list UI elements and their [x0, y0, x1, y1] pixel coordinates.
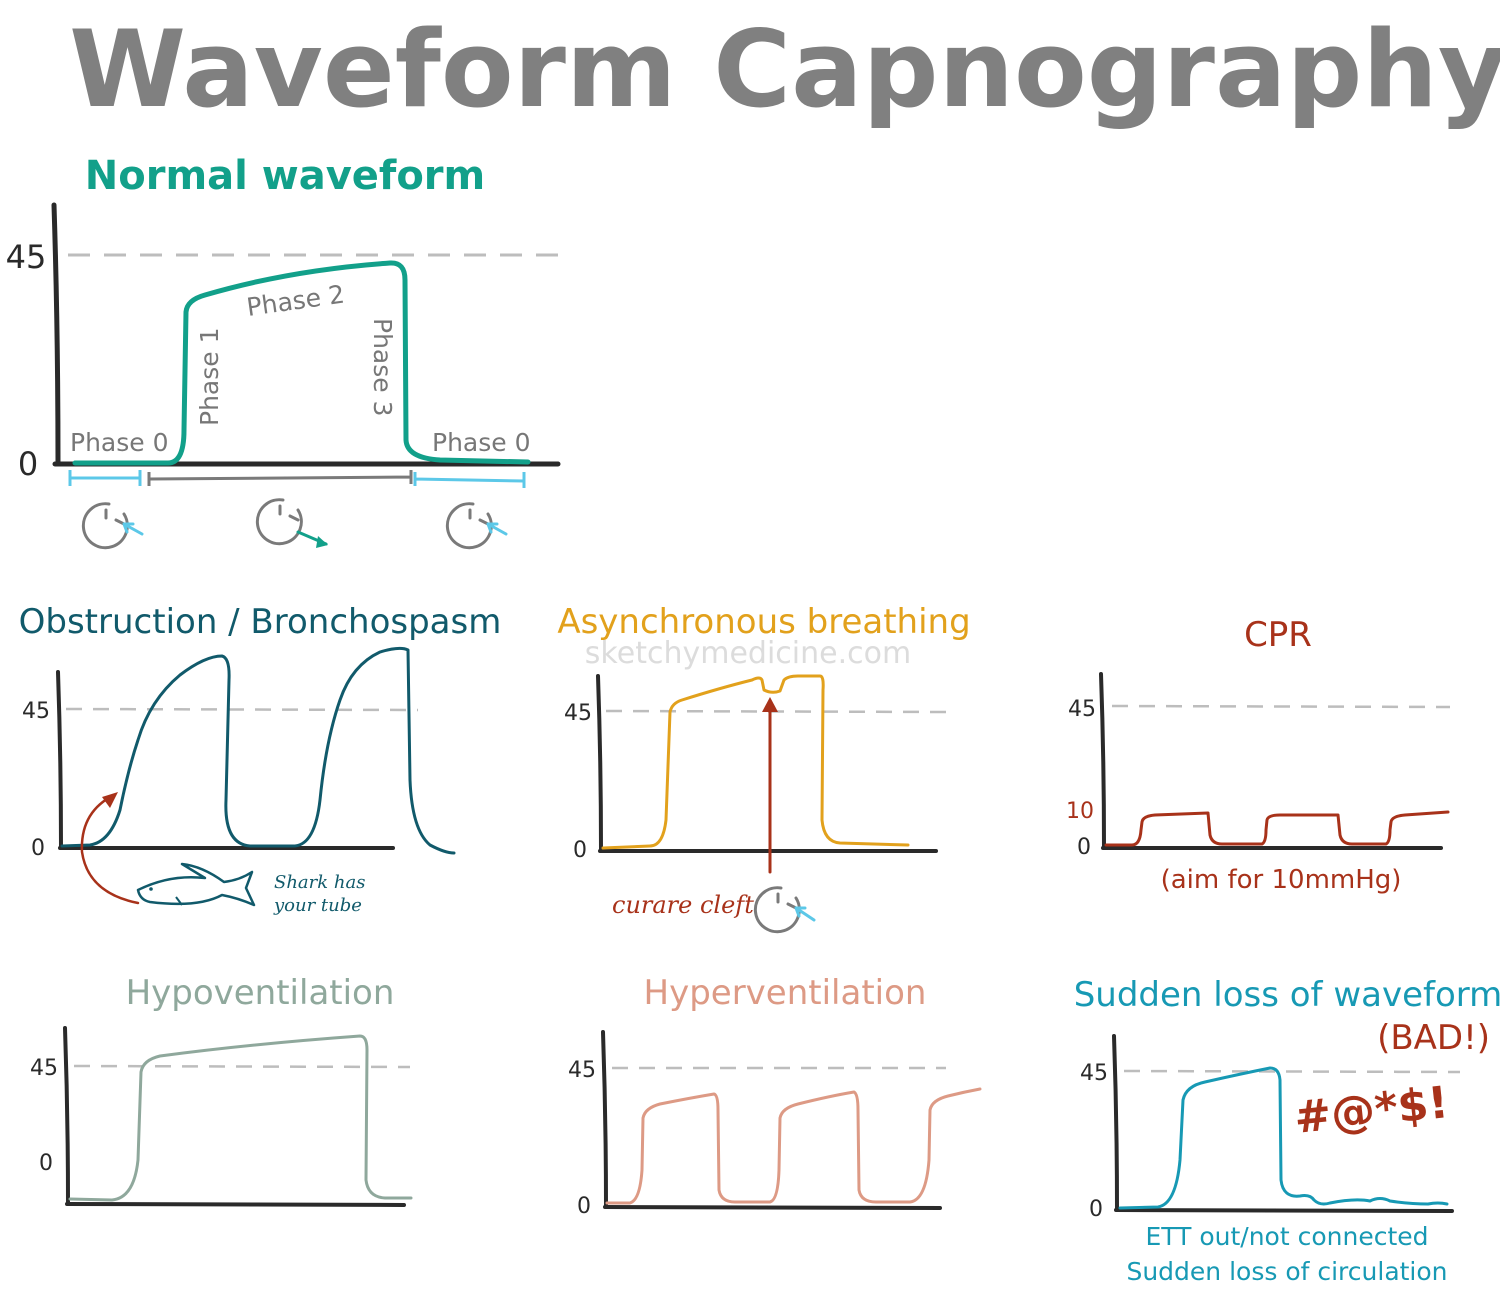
severity-tag: (BAD!) [1377, 1018, 1490, 1058]
cause-line2: Sudden loss of circulation [1126, 1257, 1447, 1286]
panel-heading-obstruction: Obstruction / Bronchospasm [19, 602, 502, 642]
normal-waveform-trace [72, 260, 531, 466]
bracket-exhale [147, 470, 413, 486]
hyperventilation-waveform-trace [605, 1087, 982, 1205]
y-axis [601, 1030, 608, 1209]
x-axis [65, 1202, 406, 1207]
tick-label-45: 45 [1068, 697, 1096, 722]
label-phase0-left: Phase 0 [70, 428, 169, 457]
y-axis [596, 674, 603, 853]
hypoventilation-waveform-trace [68, 1034, 413, 1202]
annotation-shark-line2: your tube [273, 895, 362, 916]
inhale-face-icon [445, 502, 508, 550]
panel-hyperventilation: Hyperventilation 45 0 [568, 973, 982, 1219]
tick-label-45: 45 [22, 699, 50, 724]
inhale-face-icon [81, 502, 144, 550]
tick-label-0: 0 [31, 836, 45, 861]
label-phase0-right: Phase 0 [432, 428, 531, 457]
watermark: sketchymedicine.com [585, 636, 911, 671]
panel-heading-sudden-loss: Sudden loss of waveform [1074, 975, 1500, 1015]
expletive-graphic: #@*$! [1292, 1077, 1451, 1144]
tick-label-0: 0 [1089, 1197, 1103, 1222]
cpr-target-note: (aim for 10mmHg) [1161, 865, 1402, 895]
tick-label-0: 0 [1077, 835, 1091, 860]
tick-label-45: 45 [6, 238, 47, 276]
panel-obstruction: Obstruction / Bronchospasm 45 0 Shark ha… [19, 602, 502, 916]
reference-line-45 [65, 707, 419, 712]
annotation-arrow [80, 793, 140, 905]
arrowhead [762, 697, 778, 712]
x-axis [603, 1205, 942, 1210]
inhale-face-icon [753, 886, 816, 934]
y-axis [63, 1026, 70, 1206]
panel-heading-normal: Normal waveform [85, 153, 485, 199]
panel-normal: Normal waveform 45 0 Phase 0 Phase 1 Pha… [6, 153, 565, 550]
tick-label-45: 45 [564, 701, 592, 726]
tick-label-0: 0 [577, 1194, 591, 1219]
x-axis [1114, 1208, 1454, 1213]
y-axis [1112, 1034, 1119, 1212]
tick-label-0: 0 [18, 445, 38, 483]
cpr-waveform-trace [1104, 810, 1450, 847]
tick-label-10: 10 [1066, 799, 1094, 824]
panel-heading-hypoventilation: Hypoventilation [126, 973, 395, 1013]
panel-cpr: CPR 45 10 0 (aim for 10mmHg) [1066, 615, 1451, 895]
reference-line-45 [73, 1064, 411, 1069]
label-phase3: Phase 3 [368, 318, 397, 417]
page-title: Waveform Capnography [69, 8, 1500, 131]
label-phase2: Phase 2 [245, 280, 347, 322]
shark-fin-waveform-trace [60, 646, 456, 855]
bracket-inhale-right [413, 472, 526, 488]
y-axis [51, 202, 61, 467]
bracket-inhale-left [68, 470, 142, 486]
panel-sudden-loss: Sudden loss of waveform (BAD!) 45 0 #@*$… [1074, 975, 1500, 1286]
reference-line-45 [1111, 704, 1451, 709]
tick-label-0: 0 [573, 838, 587, 863]
panel-heading-asynchronous: Asynchronous breathing [557, 602, 970, 642]
tick-label-45: 45 [30, 1056, 58, 1081]
arrowhead [102, 792, 118, 808]
y-axis [1099, 672, 1106, 850]
panel-hypoventilation: Hypoventilation 45 0 [30, 973, 413, 1207]
label-phase1: Phase 1 [195, 328, 224, 427]
y-axis [56, 670, 63, 850]
panel-asynchronous: Asynchronous breathing sketchymedicine.c… [557, 602, 971, 934]
annotation-curare-cleft: curare cleft [612, 891, 754, 919]
tick-label-0: 0 [39, 1151, 53, 1176]
shark-icon [136, 862, 256, 907]
exhale-face-icon [255, 498, 328, 548]
reference-line-45 [1123, 1069, 1461, 1074]
cause-line1: ETT out/not connected [1145, 1222, 1428, 1251]
sudden-loss-waveform-trace [1118, 1066, 1449, 1210]
panel-heading-cpr: CPR [1244, 615, 1312, 655]
curare-cleft-waveform-trace [601, 674, 910, 850]
tick-label-45: 45 [568, 1058, 596, 1083]
panel-heading-hyperventilation: Hyperventilation [644, 973, 927, 1013]
tick-label-45: 45 [1080, 1061, 1108, 1086]
annotation-shark-line1: Shark has [274, 872, 365, 893]
